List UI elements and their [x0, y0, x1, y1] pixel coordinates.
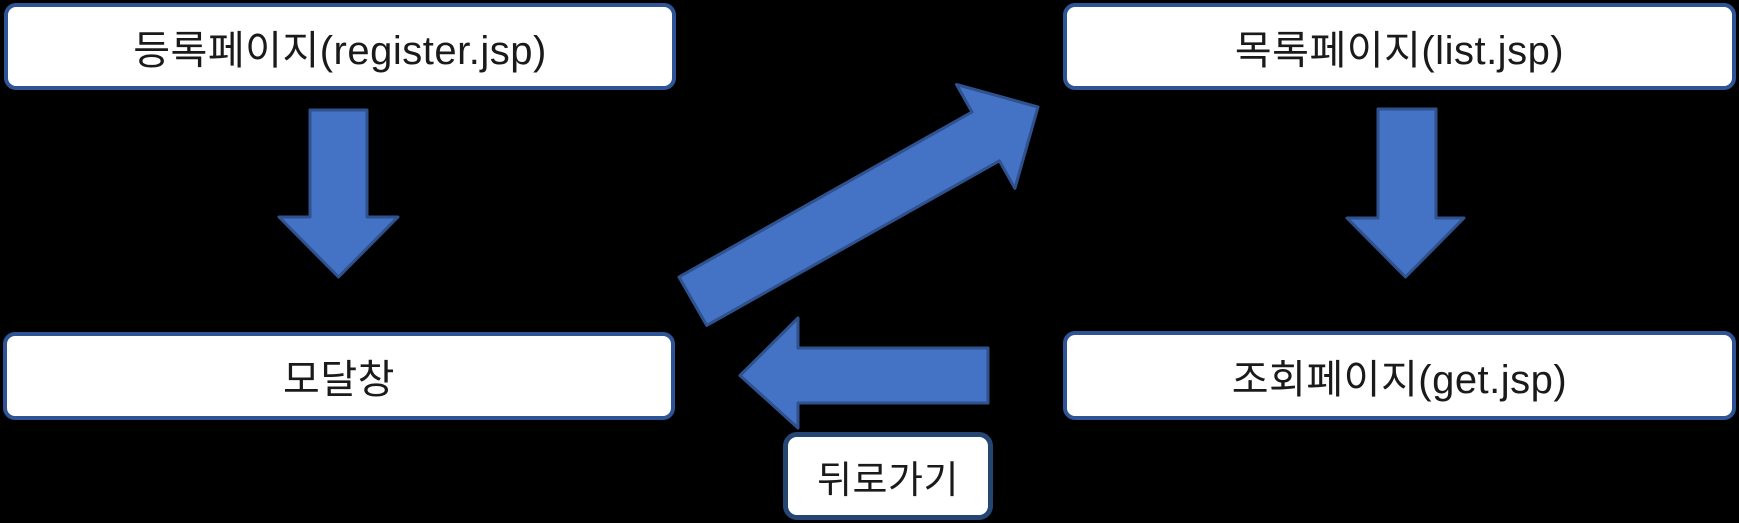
node-register-label: 등록페이지(register.jsp)	[133, 28, 547, 73]
diagonal-arrow-modal-to-list-icon	[677, 83, 1040, 327]
node-modal-window: 모달창	[3, 332, 675, 420]
node-list-page: 목록페이지(list.jsp)	[1063, 3, 1736, 90]
down-arrow-register-to-modal-icon	[277, 108, 400, 279]
left-arrow-get-to-modal-icon	[738, 316, 990, 430]
down-arrow-list-to-get-icon	[1345, 107, 1466, 279]
node-back-label: 뒤로가기	[783, 432, 993, 520]
node-get-page: 조회페이지(get.jsp)	[1063, 331, 1736, 420]
back-label-text: 뒤로가기	[817, 459, 959, 502]
node-modal-label: 모달창	[283, 358, 395, 402]
node-get-label: 조회페이지(get.jsp)	[1231, 357, 1568, 402]
node-register-page: 등록페이지(register.jsp)	[4, 3, 676, 90]
node-list-label: 목록페이지(list.jsp)	[1234, 28, 1565, 73]
